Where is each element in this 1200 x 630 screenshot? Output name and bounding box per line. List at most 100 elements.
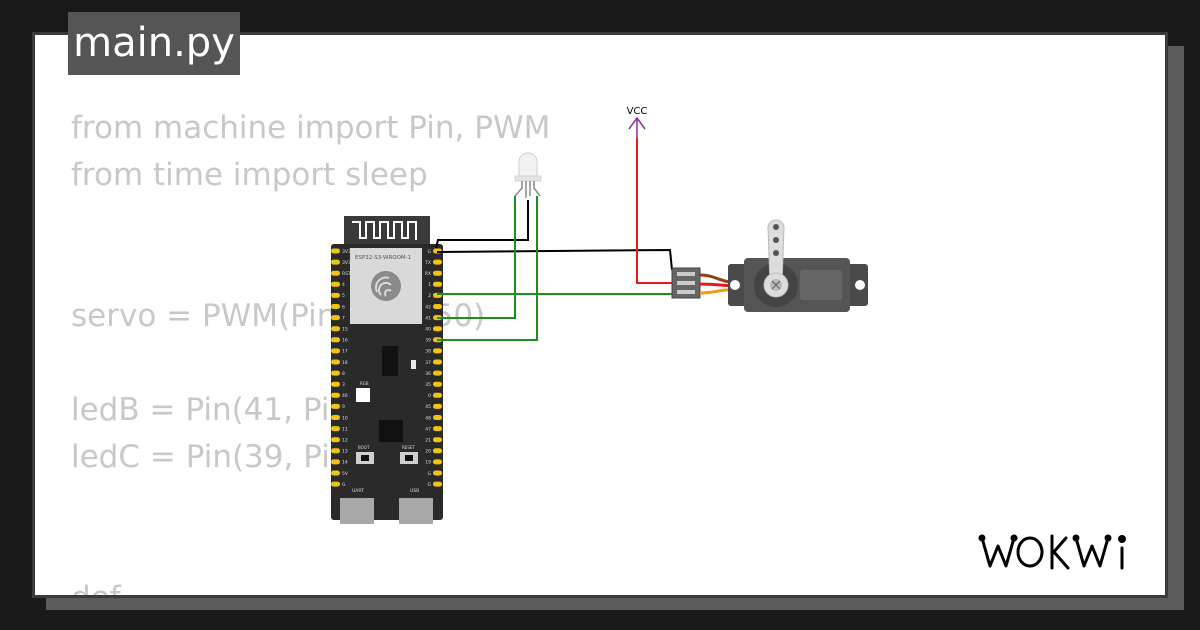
pin-label: 4 [342, 282, 345, 288]
uart-label: UART [352, 488, 364, 494]
vcc-label: VCC [627, 106, 648, 117]
wire-servo-vcc[interactable] [636, 138, 678, 284]
pin-pad[interactable] [331, 315, 340, 321]
module-label: ESP32-S3-WROOM-1 [355, 255, 411, 261]
pin-label: 13 [342, 449, 348, 455]
pin-pad[interactable] [433, 403, 442, 409]
pin-pad[interactable] [331, 370, 340, 376]
pin-label: 15 [342, 327, 348, 333]
pin-pad[interactable] [433, 415, 442, 420]
pin-pad[interactable] [331, 326, 340, 332]
pin-pad[interactable] [433, 304, 442, 309]
vcc-symbol: VCC [627, 106, 648, 138]
pin-label: 2 [428, 293, 431, 299]
chip-usb [382, 346, 398, 376]
pin-pad[interactable] [433, 381, 442, 387]
pin-label: RST [342, 271, 351, 277]
pin-label: 20 [425, 449, 431, 455]
pin-pad[interactable] [331, 248, 340, 254]
rgb-led-component[interactable] [514, 152, 542, 198]
file-tab-main-py[interactable]: main.py [68, 12, 240, 75]
led-dome [518, 152, 538, 179]
mount-hole [855, 280, 865, 290]
pin-pad[interactable] [433, 259, 442, 265]
pin-pad[interactable] [433, 459, 442, 465]
pin-pad[interactable] [331, 426, 340, 432]
wire-led-gnd[interactable] [435, 200, 529, 249]
pin-pad[interactable] [331, 348, 340, 354]
pin-pad[interactable] [433, 348, 442, 354]
pin-pad[interactable] [433, 448, 442, 454]
pin-pad[interactable] [331, 437, 340, 443]
pin-pad[interactable] [331, 359, 340, 365]
wires [435, 138, 678, 341]
wokwi-logo-icon [978, 534, 1126, 570]
pin-pad[interactable] [433, 481, 442, 487]
pin-label: 48 [425, 415, 431, 421]
pin-pad[interactable] [331, 481, 340, 487]
pin-pad[interactable] [331, 459, 340, 465]
reset-button-cap [405, 455, 413, 461]
pin-label: 46 [342, 393, 348, 399]
pin-label: 45 [425, 404, 431, 410]
servo-motor[interactable] [671, 219, 868, 312]
pin-pad[interactable] [331, 281, 340, 287]
antenna-trace [352, 221, 417, 240]
pin-label: 38 [425, 349, 431, 355]
wire-led-blue[interactable] [437, 196, 516, 319]
pin-label: 3 [342, 382, 345, 388]
pin-pad[interactable] [433, 370, 442, 376]
esp32-board[interactable]: ESP32-S3-WROOM-1 RGB BOOT RESET UART USB… [331, 216, 443, 524]
wire-led-green[interactable] [437, 196, 538, 341]
espressif-logo-swirl [374, 276, 392, 297]
pin-pad[interactable] [331, 337, 340, 343]
led-leg [514, 181, 523, 197]
pin-pad[interactable] [331, 259, 340, 265]
pin-label: 5 [342, 293, 345, 299]
pin-label: G [428, 471, 432, 477]
pin-pad[interactable] [433, 270, 442, 276]
connector-pin [677, 290, 695, 294]
pin-label: 9 [342, 404, 345, 410]
pin-pad[interactable] [433, 426, 442, 432]
led-leg [533, 181, 541, 197]
pin-pad[interactable] [331, 403, 340, 409]
pin-pad[interactable] [331, 448, 340, 454]
pin-pad[interactable] [433, 326, 442, 332]
pin-pad[interactable] [331, 270, 340, 276]
pin-pad[interactable] [331, 470, 340, 476]
pin-label: 8 [342, 371, 345, 377]
pin-pad[interactable] [433, 392, 442, 398]
pin-pad[interactable] [433, 470, 442, 476]
code-line: ledB = Pin(41, Pin [71, 392, 350, 428]
pin-label: 19 [425, 460, 431, 466]
pin-label: 18 [342, 360, 348, 366]
pin-pad[interactable] [331, 304, 340, 309]
usb-label: USB [410, 488, 419, 494]
smd-component [411, 360, 416, 369]
pin-label: 5V [342, 471, 349, 477]
pin-pad[interactable] [331, 392, 340, 398]
horn-hole [773, 224, 779, 230]
pin-label: 41 [425, 315, 431, 321]
pin-pad[interactable] [433, 437, 442, 443]
pin-pad[interactable] [433, 281, 442, 287]
usb-port [399, 498, 433, 524]
pin-pad[interactable] [433, 359, 442, 365]
boot-button-cap [361, 455, 369, 461]
pin-label: 17 [342, 349, 348, 355]
pin-pad[interactable] [331, 381, 340, 387]
pin-label: 21 [425, 438, 431, 444]
screw-cross-icon [771, 280, 781, 290]
wokwi-logo[interactable] [978, 528, 1150, 576]
pin-pad[interactable] [331, 415, 340, 420]
pin-pad[interactable] [331, 292, 340, 298]
servo-gearbox [800, 270, 842, 300]
pin-label: G [342, 482, 346, 488]
pin-label: RX [425, 271, 431, 277]
pin-label: 3V3 [342, 260, 351, 266]
vcc-arrow-icon [628, 116, 646, 138]
